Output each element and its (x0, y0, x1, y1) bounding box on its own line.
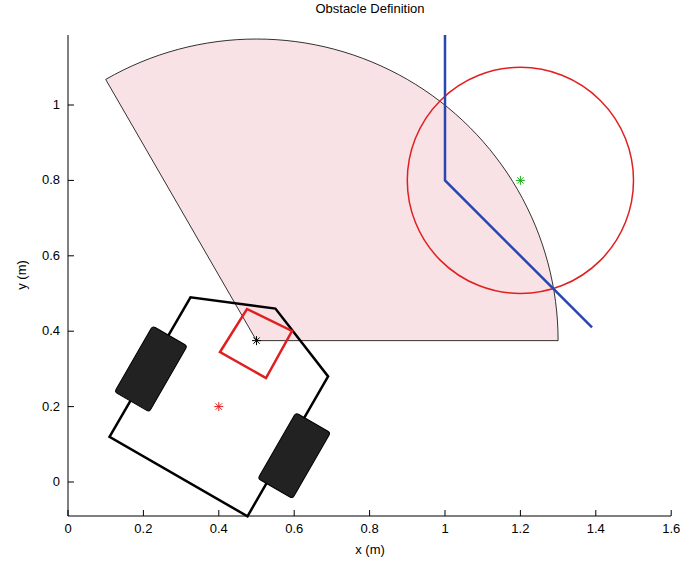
tick-label: 1 (441, 522, 448, 536)
sensor-origin (252, 336, 261, 345)
tick-label: 0.8 (42, 173, 60, 187)
sensor-box (220, 309, 292, 378)
axis-label: x (m) (355, 543, 385, 557)
tick-label: 0.8 (361, 522, 379, 536)
axes (68, 35, 671, 516)
tick-label: 0.4 (210, 522, 228, 536)
obstacle-circle (407, 67, 633, 293)
tick-label: 0.6 (285, 522, 303, 536)
axis-label: y (m) (15, 260, 29, 290)
tick-label: 1.4 (587, 522, 605, 536)
wheel (258, 413, 331, 499)
tick-label: 1 (53, 98, 60, 112)
tick-label: 0.4 (42, 324, 60, 338)
tick-label: 0.2 (42, 399, 60, 413)
tick-label: 1.6 (662, 522, 680, 536)
tick-label: 1.2 (511, 522, 529, 536)
wall-line (445, 35, 592, 327)
sensor-sector (106, 39, 558, 341)
tick-label: 0 (53, 475, 60, 489)
tick-label: 0.2 (134, 522, 152, 536)
plot-title: Obstacle Definition (315, 2, 424, 16)
tick-label: 0 (64, 522, 71, 536)
obstacle-center (516, 176, 525, 185)
tick-label: 0.6 (42, 249, 60, 263)
wheel (115, 326, 188, 412)
robot-center (214, 402, 223, 411)
